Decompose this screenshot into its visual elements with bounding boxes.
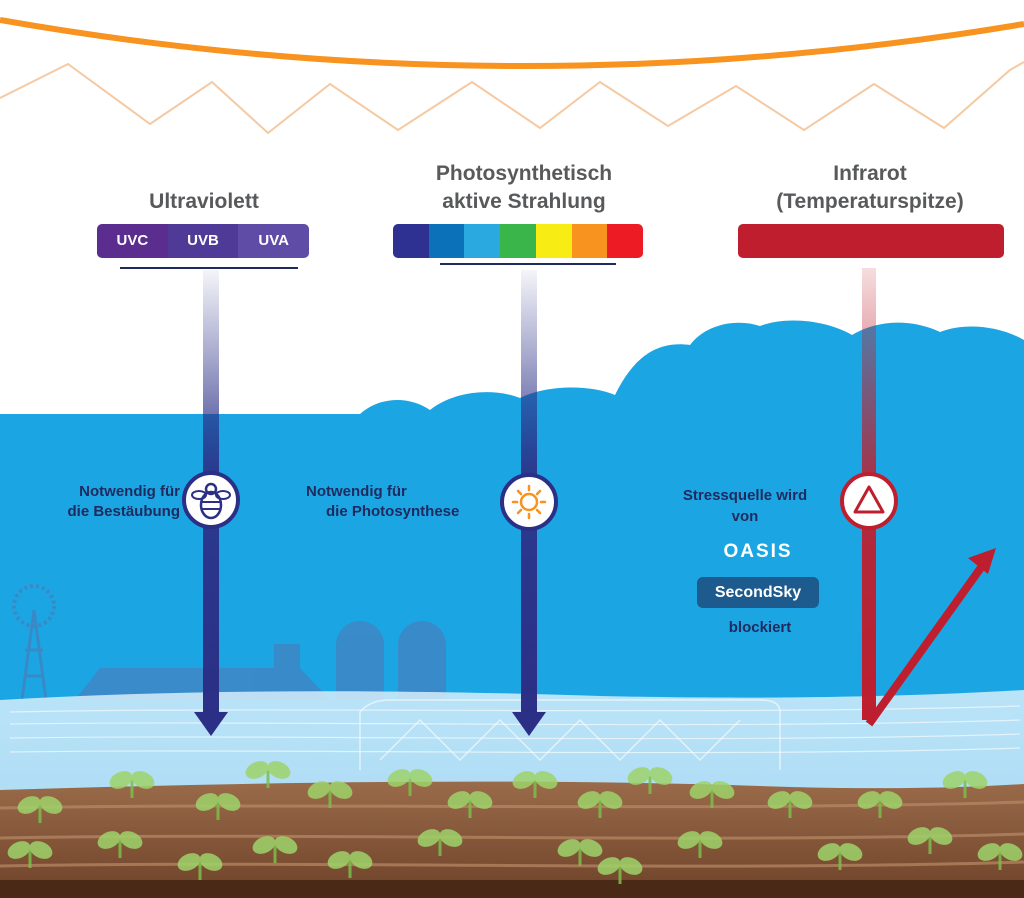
seedling bbox=[557, 839, 603, 866]
seedling bbox=[627, 767, 673, 794]
uv-arrow-head bbox=[194, 712, 228, 736]
ir-band bbox=[738, 224, 1004, 258]
uv-note-line2: die Bestäubung bbox=[67, 503, 180, 520]
seedling bbox=[195, 793, 241, 820]
seedlings bbox=[7, 761, 1023, 884]
spectrum-segment bbox=[535, 224, 572, 258]
oasis-logo: OASIS bbox=[723, 541, 793, 562]
greenhouse-outline bbox=[359, 699, 781, 770]
seedling bbox=[417, 829, 463, 856]
sun-arc bbox=[0, 17, 1024, 70]
seedling bbox=[857, 791, 903, 818]
par-note-line2: die Photosynthese bbox=[326, 503, 460, 520]
seedling bbox=[97, 831, 143, 858]
par-arrow-head bbox=[512, 712, 546, 736]
seedling bbox=[245, 761, 291, 788]
soil bbox=[0, 781, 1024, 898]
ir-reflected-arrow bbox=[865, 559, 989, 727]
seedling bbox=[577, 791, 623, 818]
seedling bbox=[327, 851, 373, 878]
uv-heading: Ultraviolett bbox=[149, 190, 259, 213]
spectrum-segment bbox=[428, 224, 465, 258]
seedling bbox=[17, 796, 63, 823]
spectrum-segment bbox=[393, 224, 429, 258]
seedling bbox=[307, 781, 353, 808]
seedling bbox=[7, 841, 53, 868]
heat-zigzag bbox=[0, 61, 1024, 135]
par-spectrum-band bbox=[393, 224, 643, 258]
spectrum-segment bbox=[571, 224, 608, 258]
seedling bbox=[597, 857, 643, 884]
seedling bbox=[109, 771, 155, 798]
bee-icon bbox=[182, 471, 240, 529]
uv-band-uva: UVA bbox=[238, 224, 309, 258]
seedling bbox=[689, 781, 735, 808]
seedling bbox=[817, 843, 863, 870]
secondsky-logo: SecondSky bbox=[697, 577, 819, 608]
soil-base bbox=[0, 880, 1024, 898]
uv-band-uvb: UVB bbox=[167, 224, 239, 258]
seedling bbox=[447, 791, 493, 818]
windmill bbox=[12, 584, 56, 701]
seedling bbox=[942, 771, 988, 798]
spectrum-segment bbox=[500, 224, 536, 258]
ir-reflected-arrow-head bbox=[968, 548, 996, 574]
par-heading-line1: Photosynthetisch bbox=[435, 162, 613, 185]
sun-icon bbox=[500, 473, 558, 531]
ir-note-line3: blockiert bbox=[728, 619, 792, 636]
seedling bbox=[387, 769, 433, 796]
seedling bbox=[767, 791, 813, 818]
uv-note-line1: Notwendig für bbox=[79, 483, 180, 500]
uv-band-uvc: UVC bbox=[97, 224, 168, 258]
warning-triangle-icon bbox=[840, 472, 898, 530]
spectrum-segment bbox=[464, 224, 501, 258]
ir-heading-line1: Infrarot bbox=[833, 162, 907, 185]
seedling bbox=[512, 771, 558, 798]
ir-note-line2: von bbox=[731, 508, 759, 525]
seedling bbox=[252, 836, 298, 863]
seedling bbox=[977, 843, 1023, 870]
par-heading-line2: aktive Strahlung bbox=[442, 190, 606, 213]
par-note-line1: Notwendig für bbox=[306, 483, 407, 500]
seedling bbox=[907, 827, 953, 854]
ir-heading-line2: (Temperaturspitze) bbox=[776, 190, 964, 213]
spectrum-segment bbox=[607, 224, 643, 258]
seedling bbox=[677, 831, 723, 858]
ir-note-line1: Stressquelle wird bbox=[682, 487, 808, 504]
seedling bbox=[177, 853, 223, 880]
